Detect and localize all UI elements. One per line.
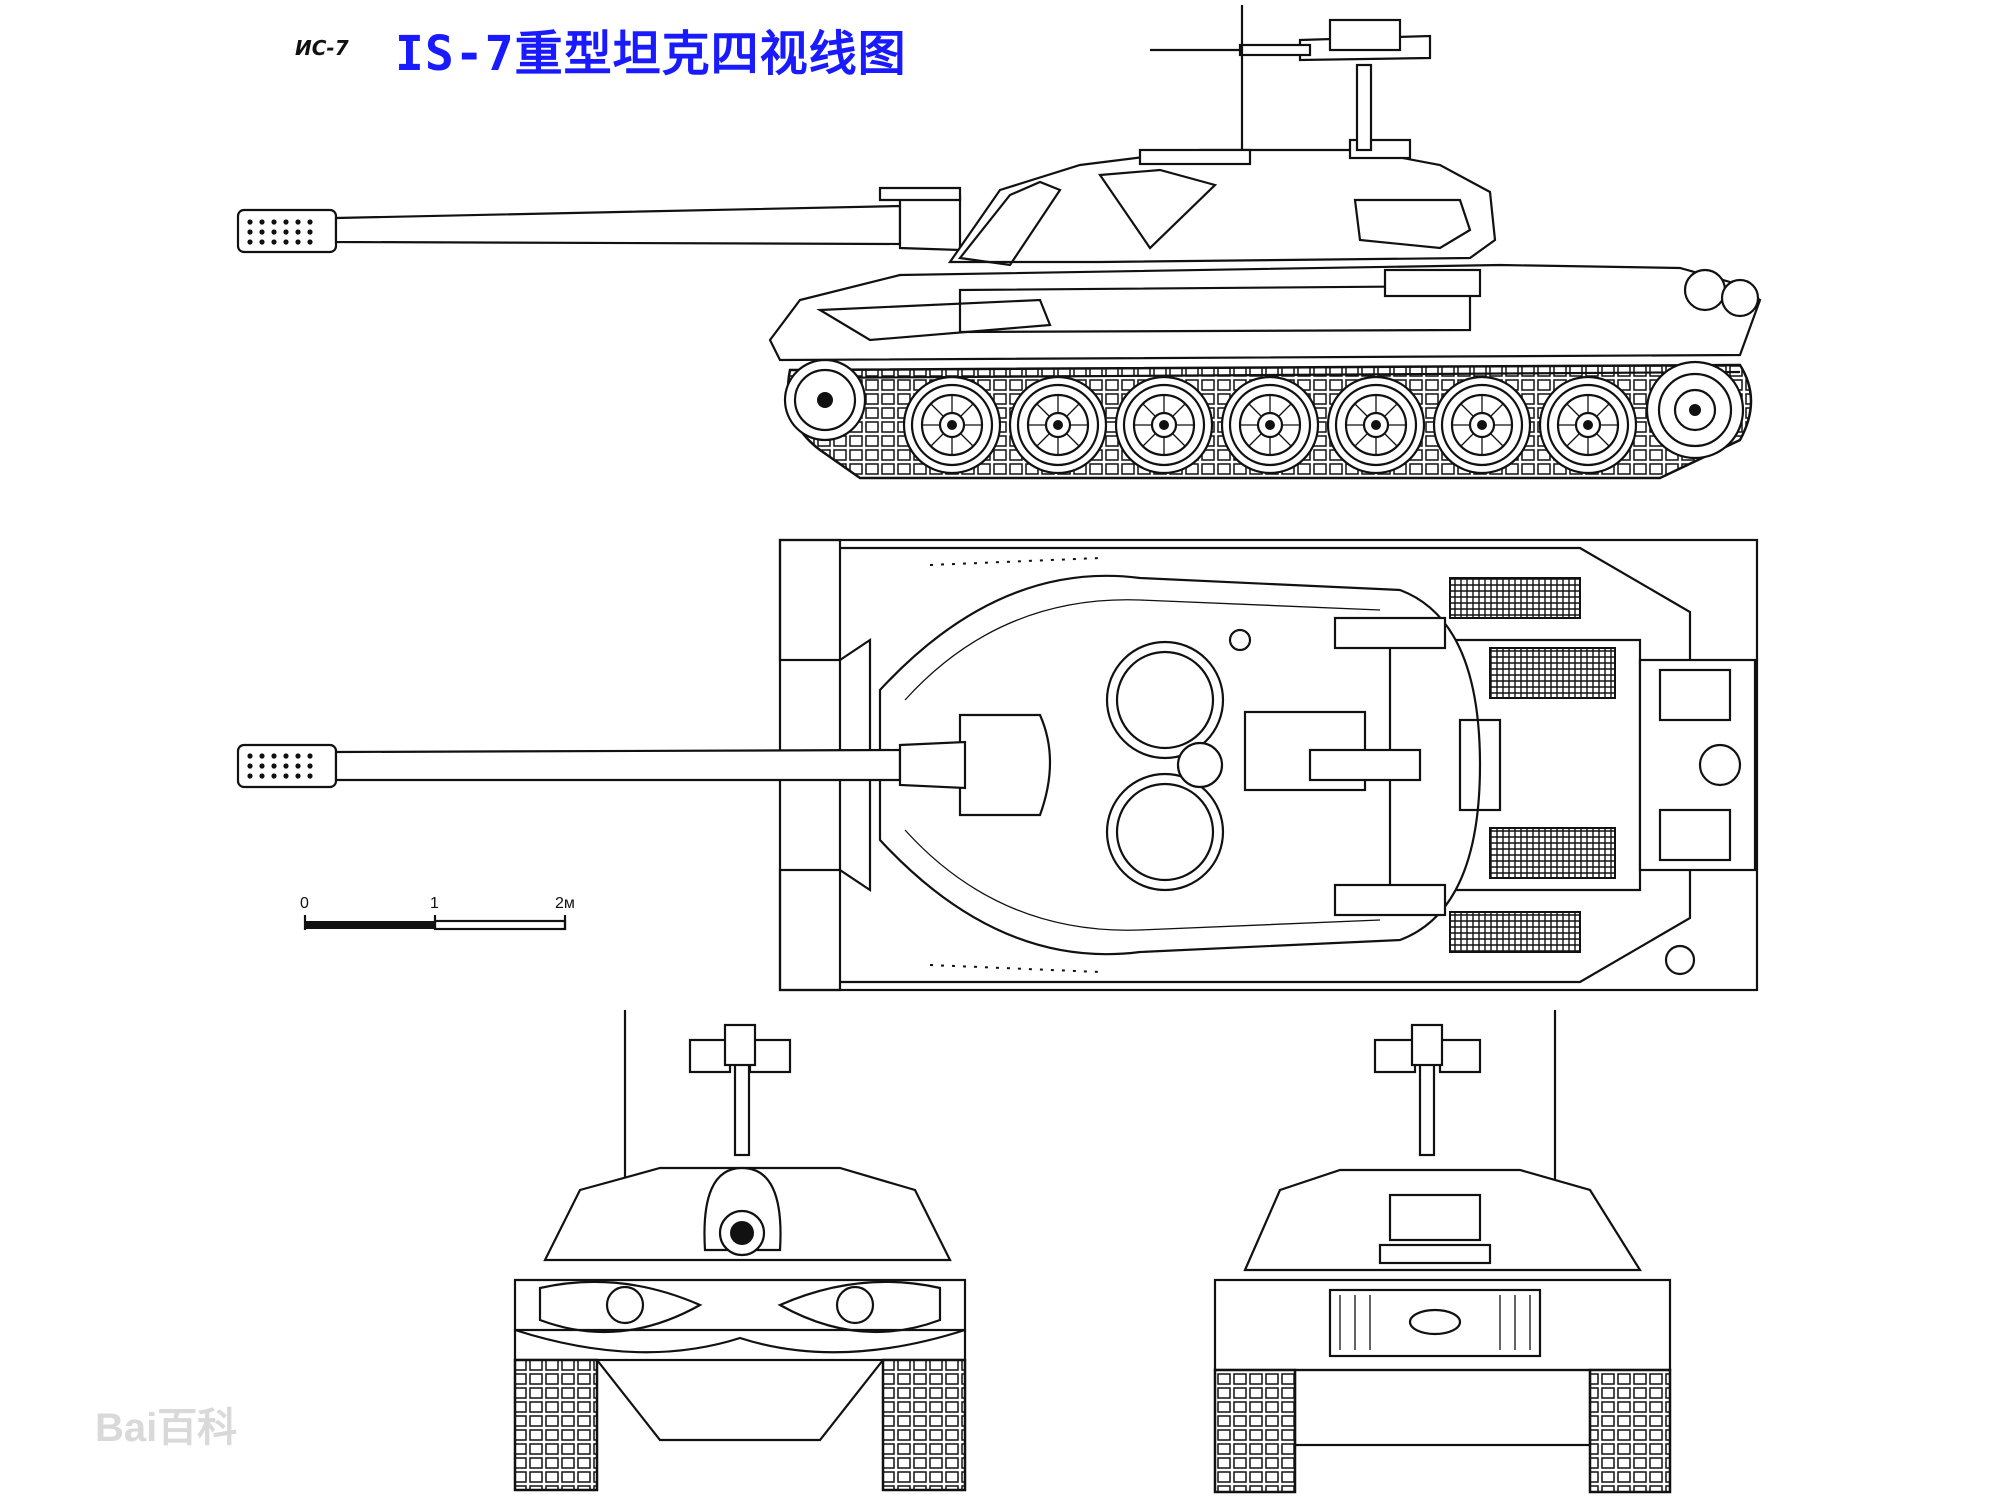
scale-label-2m: 2м [555, 895, 575, 912]
drawing-title: IS-7重型坦克四视线图 [395, 26, 907, 82]
rear-track-left [1213, 1368, 1297, 1494]
side-gun-barrel [236, 194, 962, 254]
drawing-subtitle: ИС-7 [295, 36, 349, 60]
top-hatch-lower [1105, 772, 1225, 892]
top-view [236, 538, 1759, 992]
side-turret [878, 5, 1497, 267]
front-view [513, 1010, 967, 1492]
scale-bar [303, 915, 567, 931]
baidu-watermark: Bai百科 [95, 1406, 238, 1450]
rear-track-right [1588, 1368, 1672, 1494]
top-hatch-upper [1105, 640, 1225, 760]
side-idler-wheel [783, 358, 867, 442]
side-view [236, 5, 1762, 480]
front-track-right [881, 1358, 967, 1492]
top-gun-barrel [236, 740, 967, 790]
front-track-left [513, 1358, 599, 1492]
engine-grille-lower [1449, 911, 1581, 953]
scale-label-1: 1 [430, 895, 439, 912]
side-drive-sprocket [1645, 360, 1745, 460]
side-hull [768, 263, 1762, 362]
scale-label-0: 0 [300, 895, 309, 912]
rear-view [1213, 1010, 1672, 1494]
engine-grille-upper [1449, 577, 1581, 619]
